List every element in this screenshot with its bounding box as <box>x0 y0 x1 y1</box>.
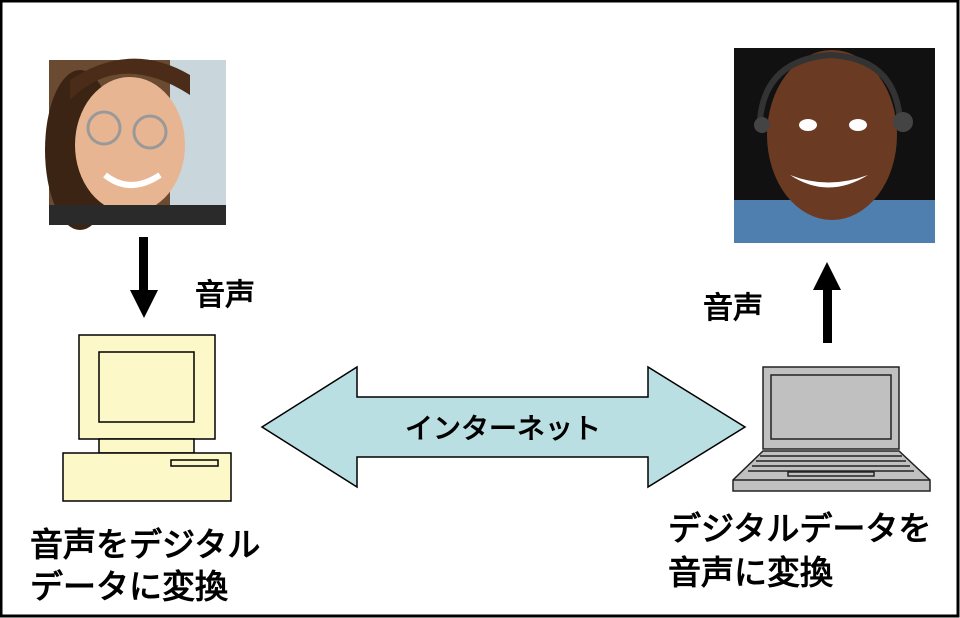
arrow-down-icon <box>130 237 158 318</box>
arrow-up-icon <box>813 262 841 343</box>
double-arrow-icon <box>260 365 747 489</box>
man-headset-photo <box>734 48 935 243</box>
left-caption-line-2: データに変換 <box>30 567 229 606</box>
woman-headset-photo <box>45 58 226 230</box>
voice-label-right: 音声 <box>703 291 763 326</box>
voice-label-left: 音声 <box>195 278 255 313</box>
right-caption-line-1: デジタルデータを <box>668 509 931 548</box>
desktop-computer-icon <box>62 334 232 502</box>
right-caption-line-2: 音声に変換 <box>668 553 834 592</box>
left-caption-line-1: 音声をデジタル <box>30 525 260 564</box>
laptop-icon <box>732 366 931 492</box>
internet-label: インターネット <box>405 412 601 445</box>
